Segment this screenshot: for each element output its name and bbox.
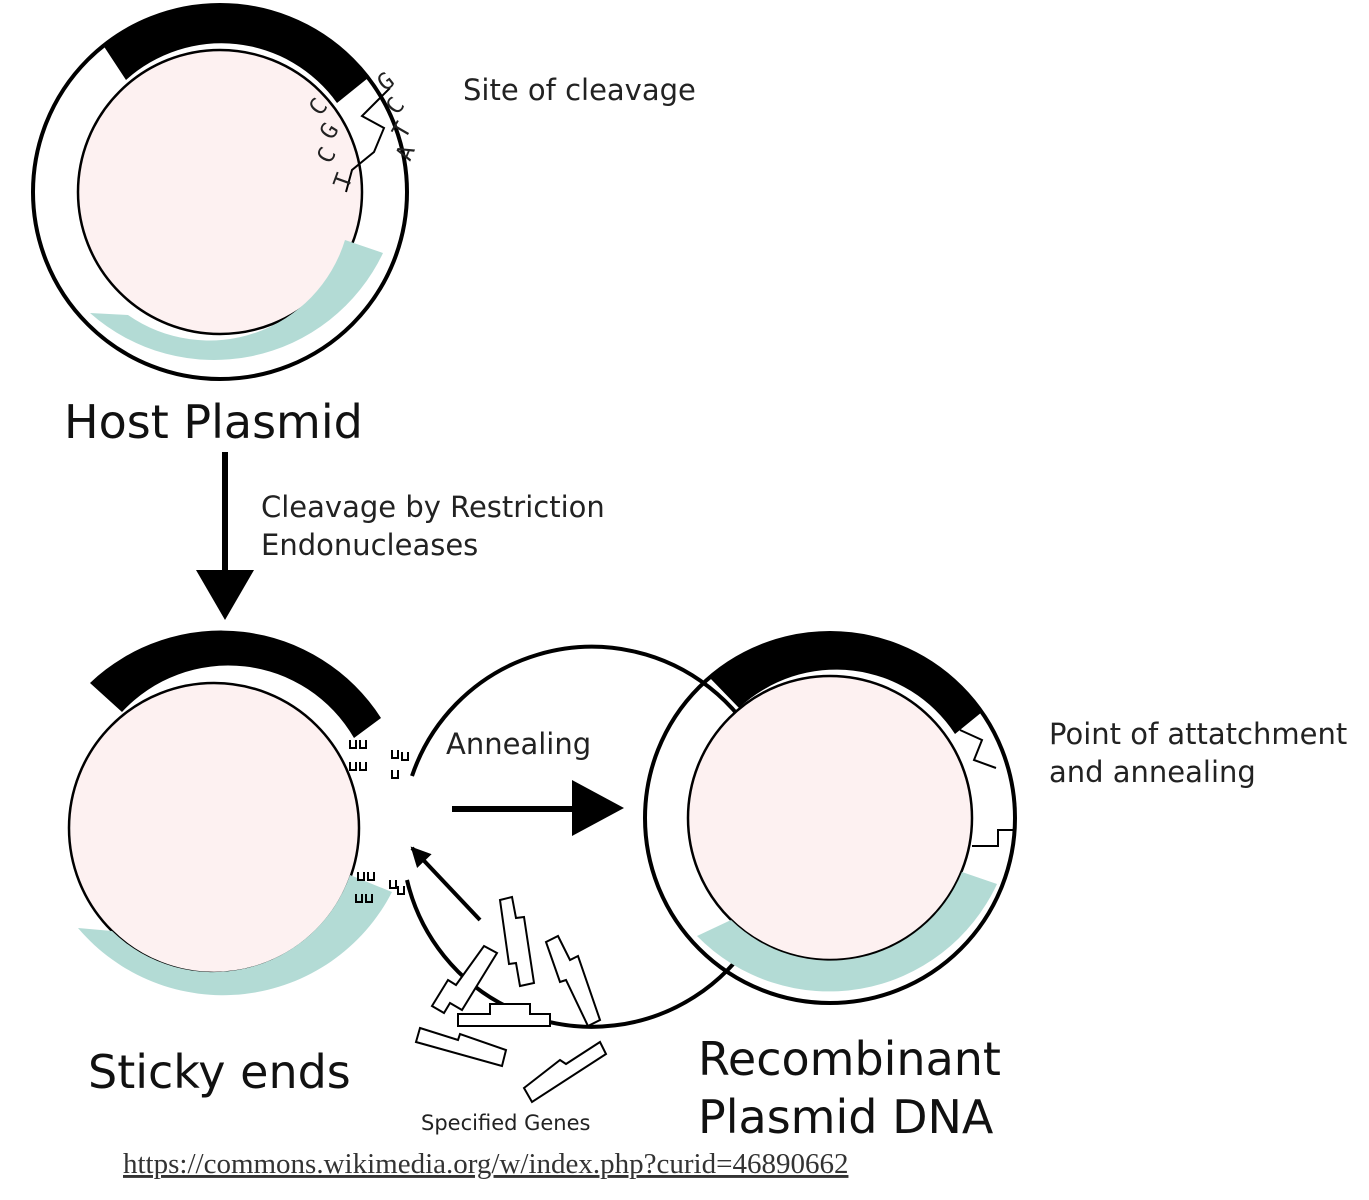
cleavage-label-line2: Endonucleases bbox=[261, 528, 478, 562]
sticky-end-bottom bbox=[355, 872, 405, 903]
specified-genes bbox=[414, 895, 608, 1104]
attachment-point-top bbox=[959, 729, 997, 769]
sticky-plasmid-black-segment bbox=[90, 630, 381, 738]
sticky-plasmid-teal-segment bbox=[78, 875, 392, 996]
gene-fragment-5 bbox=[414, 1026, 508, 1068]
host-plasmid-teal-segment bbox=[90, 240, 383, 361]
gene-fragment-2 bbox=[430, 944, 499, 1015]
sticky-ends-label: Sticky ends bbox=[88, 1045, 351, 1099]
host-plasmid-black-segment bbox=[103, 4, 368, 104]
cleavage-cut-line bbox=[345, 87, 391, 193]
recombinant-plasmid-black-segment bbox=[709, 632, 982, 734]
host-plasmid-interior bbox=[76, 48, 364, 336]
attachment-point-bottom bbox=[972, 829, 1014, 847]
host-plasmid: T C G C G C T A bbox=[31, 3, 421, 381]
recombinant-label-line2: Plasmid DNA bbox=[698, 1090, 994, 1144]
gene-fragment-4 bbox=[457, 1003, 551, 1027]
gene-insert-arrow bbox=[410, 846, 482, 922]
recombinant-plasmid-outer-ring bbox=[643, 631, 1017, 1005]
specified-genes-label: Specified Genes bbox=[421, 1111, 590, 1135]
point-of-attachment-line1: Point of attatchment bbox=[1049, 717, 1347, 751]
host-plasmid-label: Host Plasmid bbox=[64, 395, 363, 449]
sticky-end-top bbox=[349, 740, 409, 779]
gene-fragment-1 bbox=[498, 895, 536, 988]
gene-fragment-6 bbox=[522, 1040, 608, 1104]
cleavage-label-line1: Cleavage by Restriction bbox=[261, 490, 605, 524]
sticky-ends-plasmid bbox=[67, 630, 784, 1029]
annealing-arrow bbox=[452, 780, 624, 836]
seq-outer-2: T bbox=[388, 118, 418, 143]
annealing-label: Annealing bbox=[446, 727, 591, 761]
seq-outer-3: A bbox=[391, 142, 420, 165]
point-of-attachment-line2: and annealing bbox=[1049, 755, 1256, 789]
site-of-cleavage-label: Site of cleavage bbox=[463, 73, 696, 107]
recombinant-plasmid-interior bbox=[686, 674, 974, 962]
recombinant-plasmid-teal-segment bbox=[697, 872, 997, 992]
sticky-plasmid-interior bbox=[67, 681, 361, 975]
seq-outer-1: C bbox=[381, 93, 410, 120]
host-plasmid-outer-ring bbox=[31, 3, 409, 381]
source-url[interactable]: https://commons.wikimedia.org/w/index.ph… bbox=[123, 1148, 848, 1180]
cleavage-arrow bbox=[196, 452, 254, 620]
gene-fragment-3 bbox=[544, 934, 602, 1028]
recombinant-label-line1: Recombinant bbox=[698, 1032, 1001, 1086]
recombinant-plasmid bbox=[643, 631, 1017, 1005]
